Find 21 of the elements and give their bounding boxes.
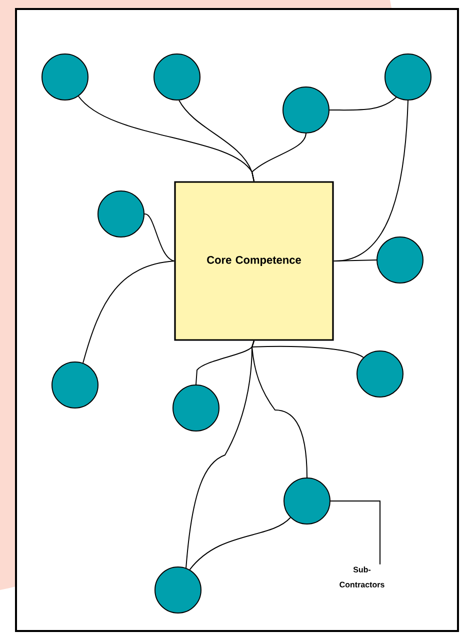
process-box: Core Competence [174,181,334,341]
circle-node [52,362,98,408]
connector-line [333,260,377,262]
circle-node [376,236,424,284]
circle-node [42,54,88,100]
circle-node [154,566,202,614]
circle-node [154,54,200,100]
circle-node [172,384,220,432]
connector-line [252,133,306,182]
connector-line [252,340,308,478]
leader-line [330,500,380,565]
connector-line [329,96,397,111]
circle-node [384,54,432,100]
circle-node [356,350,404,398]
connector-line [82,260,175,364]
connector-line [189,517,291,570]
circle-node [282,86,330,134]
circle-node [98,190,144,238]
connector-line [144,214,175,262]
circle-node [284,478,330,524]
callout-text: Sub-Contractors [340,566,384,588]
